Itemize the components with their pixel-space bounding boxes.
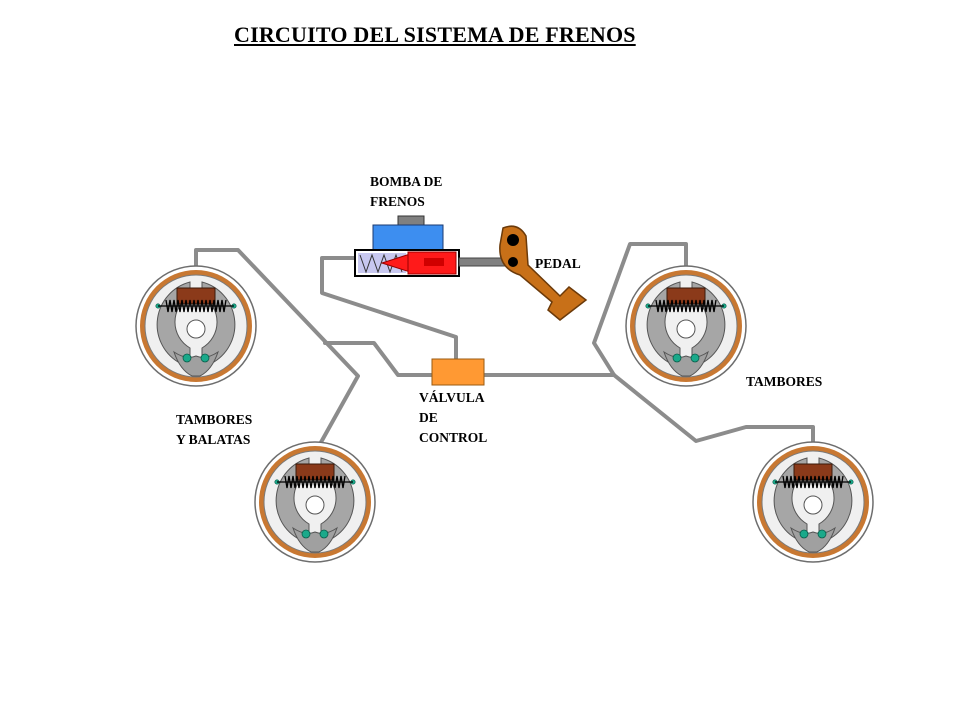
control-valve — [431, 358, 485, 386]
pedal-label: PEDAL — [535, 256, 581, 271]
valve-label-line-1: VÁLVULA — [419, 390, 485, 405]
drums-left-label: TAMBORES Y BALATAS — [176, 410, 252, 450]
drums-left-label-line-2: Y BALATAS — [176, 432, 251, 447]
master-cylinder-label-line-1: BOMBA DE — [370, 174, 443, 189]
valve-label: VÁLVULA DE CONTROL — [419, 388, 487, 448]
drum-top-right — [625, 265, 747, 387]
master-cylinder — [354, 215, 508, 277]
master-cylinder-label: BOMBA DE FRENOS — [370, 172, 442, 212]
diagram-title: CIRCUITO DEL SISTEMA DE FRENOS — [234, 22, 636, 47]
pedal — [499, 225, 588, 321]
valve-label-line-2: DE — [419, 410, 438, 425]
drum-bottom-right — [752, 441, 874, 563]
brake-lines — [194, 242, 815, 455]
valve-label-line-3: CONTROL — [419, 430, 488, 445]
drums-left-label-line-1: TAMBORES — [176, 412, 253, 427]
drums-right-label: TAMBORES — [746, 374, 823, 389]
drum-bottom-left — [254, 441, 376, 563]
drum-top-left — [135, 265, 257, 387]
master-cylinder-label-line-2: FRENOS — [370, 194, 425, 209]
